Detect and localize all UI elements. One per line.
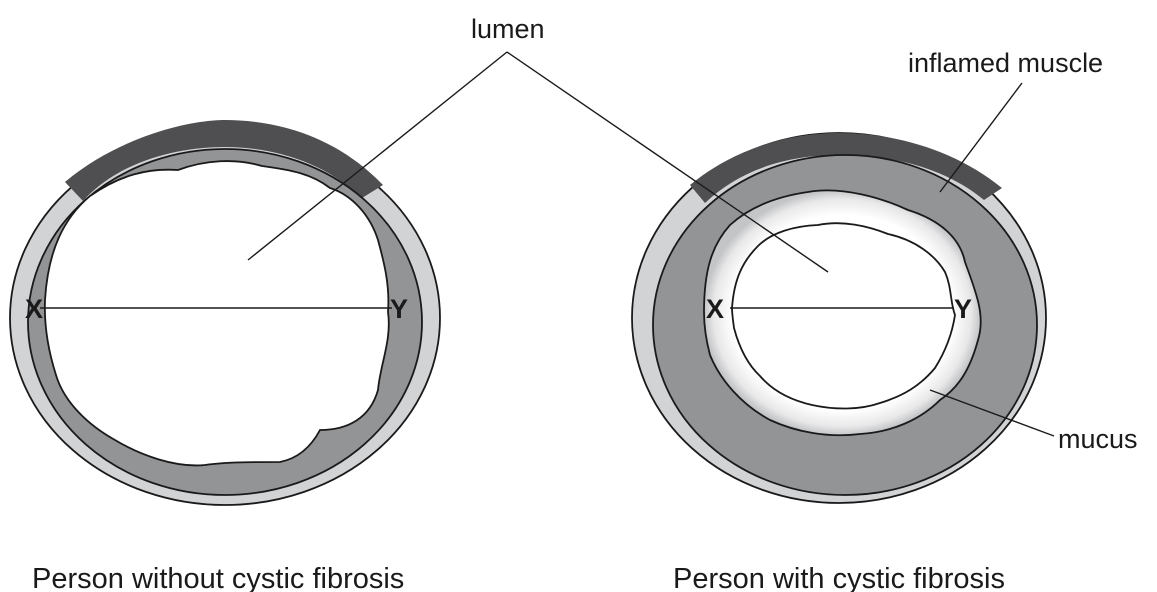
mucus-label: mucus bbox=[1058, 424, 1138, 454]
point-y-left: Y bbox=[390, 294, 408, 324]
caption-without-cf: Person without cystic fibrosis bbox=[32, 563, 404, 592]
point-y-right: Y bbox=[954, 294, 972, 324]
point-x-left: X bbox=[25, 294, 43, 324]
airway-without-cf: X Y bbox=[10, 120, 440, 505]
lumen-right bbox=[732, 223, 955, 408]
point-x-right: X bbox=[706, 294, 724, 324]
airway-with-cf: X Y bbox=[632, 133, 1046, 503]
lumen-left bbox=[45, 161, 389, 465]
caption-with-cf: Person with cystic fibrosis bbox=[673, 563, 1005, 592]
inflamed-muscle-label: inflamed muscle bbox=[908, 48, 1103, 78]
lumen-label: lumen bbox=[471, 14, 545, 44]
